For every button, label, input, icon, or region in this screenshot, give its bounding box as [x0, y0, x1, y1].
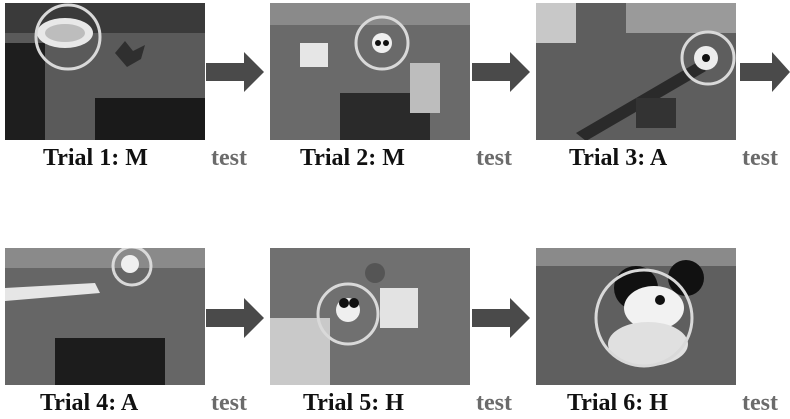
trial-2-image	[270, 3, 470, 140]
trial-4-label: Trial 4: A	[40, 390, 139, 416]
arrow-right-icon	[206, 298, 264, 338]
trial-1-label: Trial 1: M	[43, 145, 148, 171]
trial-5-image	[270, 248, 470, 385]
arrow-right-icon	[472, 298, 530, 338]
trial-4-test-label: test	[211, 390, 247, 416]
trial-1-test-label: test	[211, 145, 247, 171]
trial-3-label: Trial 3: A	[569, 145, 668, 171]
arrow-right-icon	[740, 52, 790, 92]
trial-2-test-label: test	[476, 145, 512, 171]
trial-5-label: Trial 5: H	[303, 390, 404, 416]
trial-4-image	[5, 248, 205, 385]
trial-3-image	[536, 3, 736, 140]
trial-6-label: Trial 6: H	[567, 390, 668, 416]
trial-1-image	[5, 3, 205, 140]
trial-6-image	[536, 248, 736, 385]
trial-6-test-label: test	[742, 390, 778, 416]
arrow-right-icon	[206, 52, 264, 92]
trial-3-test-label: test	[742, 145, 778, 171]
arrow-right-icon	[472, 52, 530, 92]
trial-5-test-label: test	[476, 390, 512, 416]
trial-2-label: Trial 2: M	[300, 145, 405, 171]
